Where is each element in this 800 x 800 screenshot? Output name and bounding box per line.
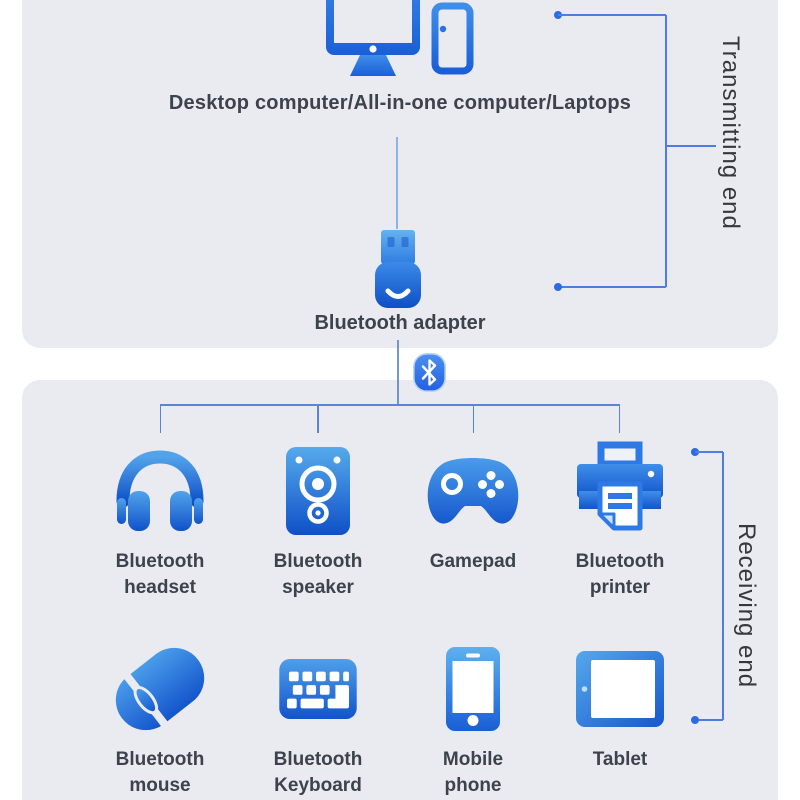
tree-drop-3 bbox=[472, 404, 475, 433]
device-bluetooth-speaker: Bluetooth speaker bbox=[243, 443, 393, 601]
device-label: Bluetooth speaker bbox=[273, 551, 363, 599]
device-mobile-phone: Mobile phone bbox=[398, 641, 548, 799]
bluetooth-icon bbox=[413, 353, 446, 392]
transmitting-end-label: Transmitting end bbox=[717, 36, 744, 230]
device-bluetooth-headset: Bluetooth headset bbox=[85, 443, 235, 601]
mouse-icon bbox=[85, 641, 235, 737]
device-label: Bluetooth Keyboard bbox=[273, 749, 363, 797]
device-gamepad: Gamepad bbox=[398, 443, 548, 575]
receiving-bracket-vertical-line bbox=[722, 452, 724, 720]
computers-icon bbox=[326, 0, 476, 76]
receiving-bracket-bottom-line bbox=[695, 719, 723, 721]
transmitting-bracket-top-line bbox=[558, 14, 666, 16]
tree-horizontal-line bbox=[160, 404, 620, 406]
transmitting-bracket-tick bbox=[666, 145, 716, 147]
tablet-icon bbox=[545, 641, 695, 737]
device-bluetooth-printer: Bluetooth printer bbox=[545, 441, 695, 601]
receiving-bracket-top-line bbox=[695, 451, 723, 453]
device-bluetooth-mouse: Bluetooth mouse bbox=[85, 641, 235, 799]
phone-icon bbox=[398, 641, 548, 737]
keyboard-icon bbox=[243, 641, 393, 737]
tree-drop-4 bbox=[618, 404, 621, 433]
transmitting-bracket-dot-bottom bbox=[554, 283, 562, 291]
connector-line-top bbox=[396, 137, 398, 229]
device-label: Tablet bbox=[592, 749, 648, 770]
adapter-label: Bluetooth adapter bbox=[314, 312, 486, 334]
receiving-end-label: Receiving end bbox=[733, 523, 760, 689]
device-label: Bluetooth mouse bbox=[115, 749, 205, 797]
gamepad-icon bbox=[398, 443, 548, 539]
tree-drop-2 bbox=[317, 404, 319, 433]
receiving-bracket-dot-bottom bbox=[691, 716, 699, 724]
device-bluetooth-keyboard: Bluetooth Keyboard bbox=[243, 641, 393, 799]
device-label: Mobile phone bbox=[442, 749, 504, 797]
devices-label: Desktop computer/All-in-one computer/Lap… bbox=[168, 92, 632, 114]
device-tablet: Tablet bbox=[545, 641, 695, 773]
headset-icon bbox=[85, 443, 235, 539]
printer-icon bbox=[545, 441, 695, 539]
device-label: Gamepad bbox=[429, 551, 517, 572]
speaker-icon bbox=[243, 443, 393, 539]
bluetooth-adapter-icon bbox=[372, 228, 424, 308]
device-label: Bluetooth headset bbox=[115, 551, 205, 599]
device-label: Bluetooth printer bbox=[575, 551, 665, 599]
tree-drop-1 bbox=[159, 404, 162, 433]
connector-line-bottom bbox=[397, 340, 399, 406]
transmitting-bracket-vertical-line bbox=[665, 15, 667, 287]
transmitting-bracket-bottom-line bbox=[558, 286, 666, 288]
